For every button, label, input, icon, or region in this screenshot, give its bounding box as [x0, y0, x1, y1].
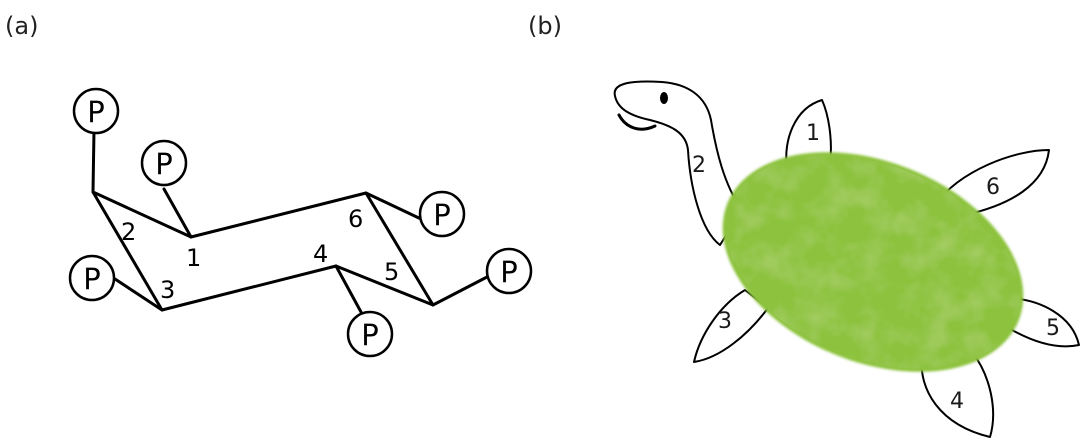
bond-p4 [334, 264, 363, 314]
ring-bonds [91, 190, 435, 312]
turtle-smile [617, 113, 657, 131]
turtle-number-6: 6 [986, 175, 1000, 200]
svg-text:P: P [361, 318, 379, 352]
carbon-number-6: 6 [348, 205, 363, 233]
svg-text:P: P [155, 147, 173, 181]
turtle-illustration: 1 2 3 4 5 6 [613, 80, 1080, 438]
bond-p1 [162, 187, 193, 239]
phosphate-5: P [485, 247, 533, 295]
panel-label-a: (a) [5, 12, 39, 40]
phosphate-2: P [72, 87, 120, 135]
flipper-3 [693, 289, 769, 363]
turtle-eye [660, 92, 668, 104]
turtle-number-4: 4 [950, 389, 964, 414]
turtle-neck-head [613, 80, 743, 246]
bond-p3 [113, 277, 164, 312]
carbon-number-5: 5 [384, 258, 399, 286]
molecule-diagram: P P P P P P 1 2 3 4 5 6 [68, 87, 533, 358]
phosphate-3: P [68, 254, 116, 302]
flipper-5 [1009, 297, 1080, 348]
turtle-number-2: 2 [692, 153, 706, 178]
svg-text:P: P [83, 262, 101, 296]
turtle-number-1: 1 [806, 121, 820, 146]
carbon-number-1: 1 [186, 244, 201, 272]
phosphate-1: P [140, 139, 188, 187]
flipper-4 [920, 351, 995, 438]
bond-p6 [364, 191, 423, 221]
turtle-number-5: 5 [1046, 316, 1060, 341]
bond-p5 [431, 275, 489, 307]
svg-text:P: P [87, 95, 105, 129]
carbon-number-2: 2 [121, 218, 136, 246]
svg-text:P: P [500, 255, 518, 289]
carbon-number-3: 3 [160, 276, 175, 304]
turtle-shell [722, 152, 1024, 372]
turtle-number-3: 3 [718, 309, 732, 334]
bond-p2 [91, 128, 96, 194]
svg-text:P: P [433, 198, 451, 232]
carbon-number-4: 4 [313, 240, 328, 268]
phosphate-6: P [418, 190, 466, 238]
flipper-6 [934, 149, 1050, 216]
phosphate-4: P [346, 310, 394, 358]
panel-label-b: (b) [528, 12, 562, 40]
